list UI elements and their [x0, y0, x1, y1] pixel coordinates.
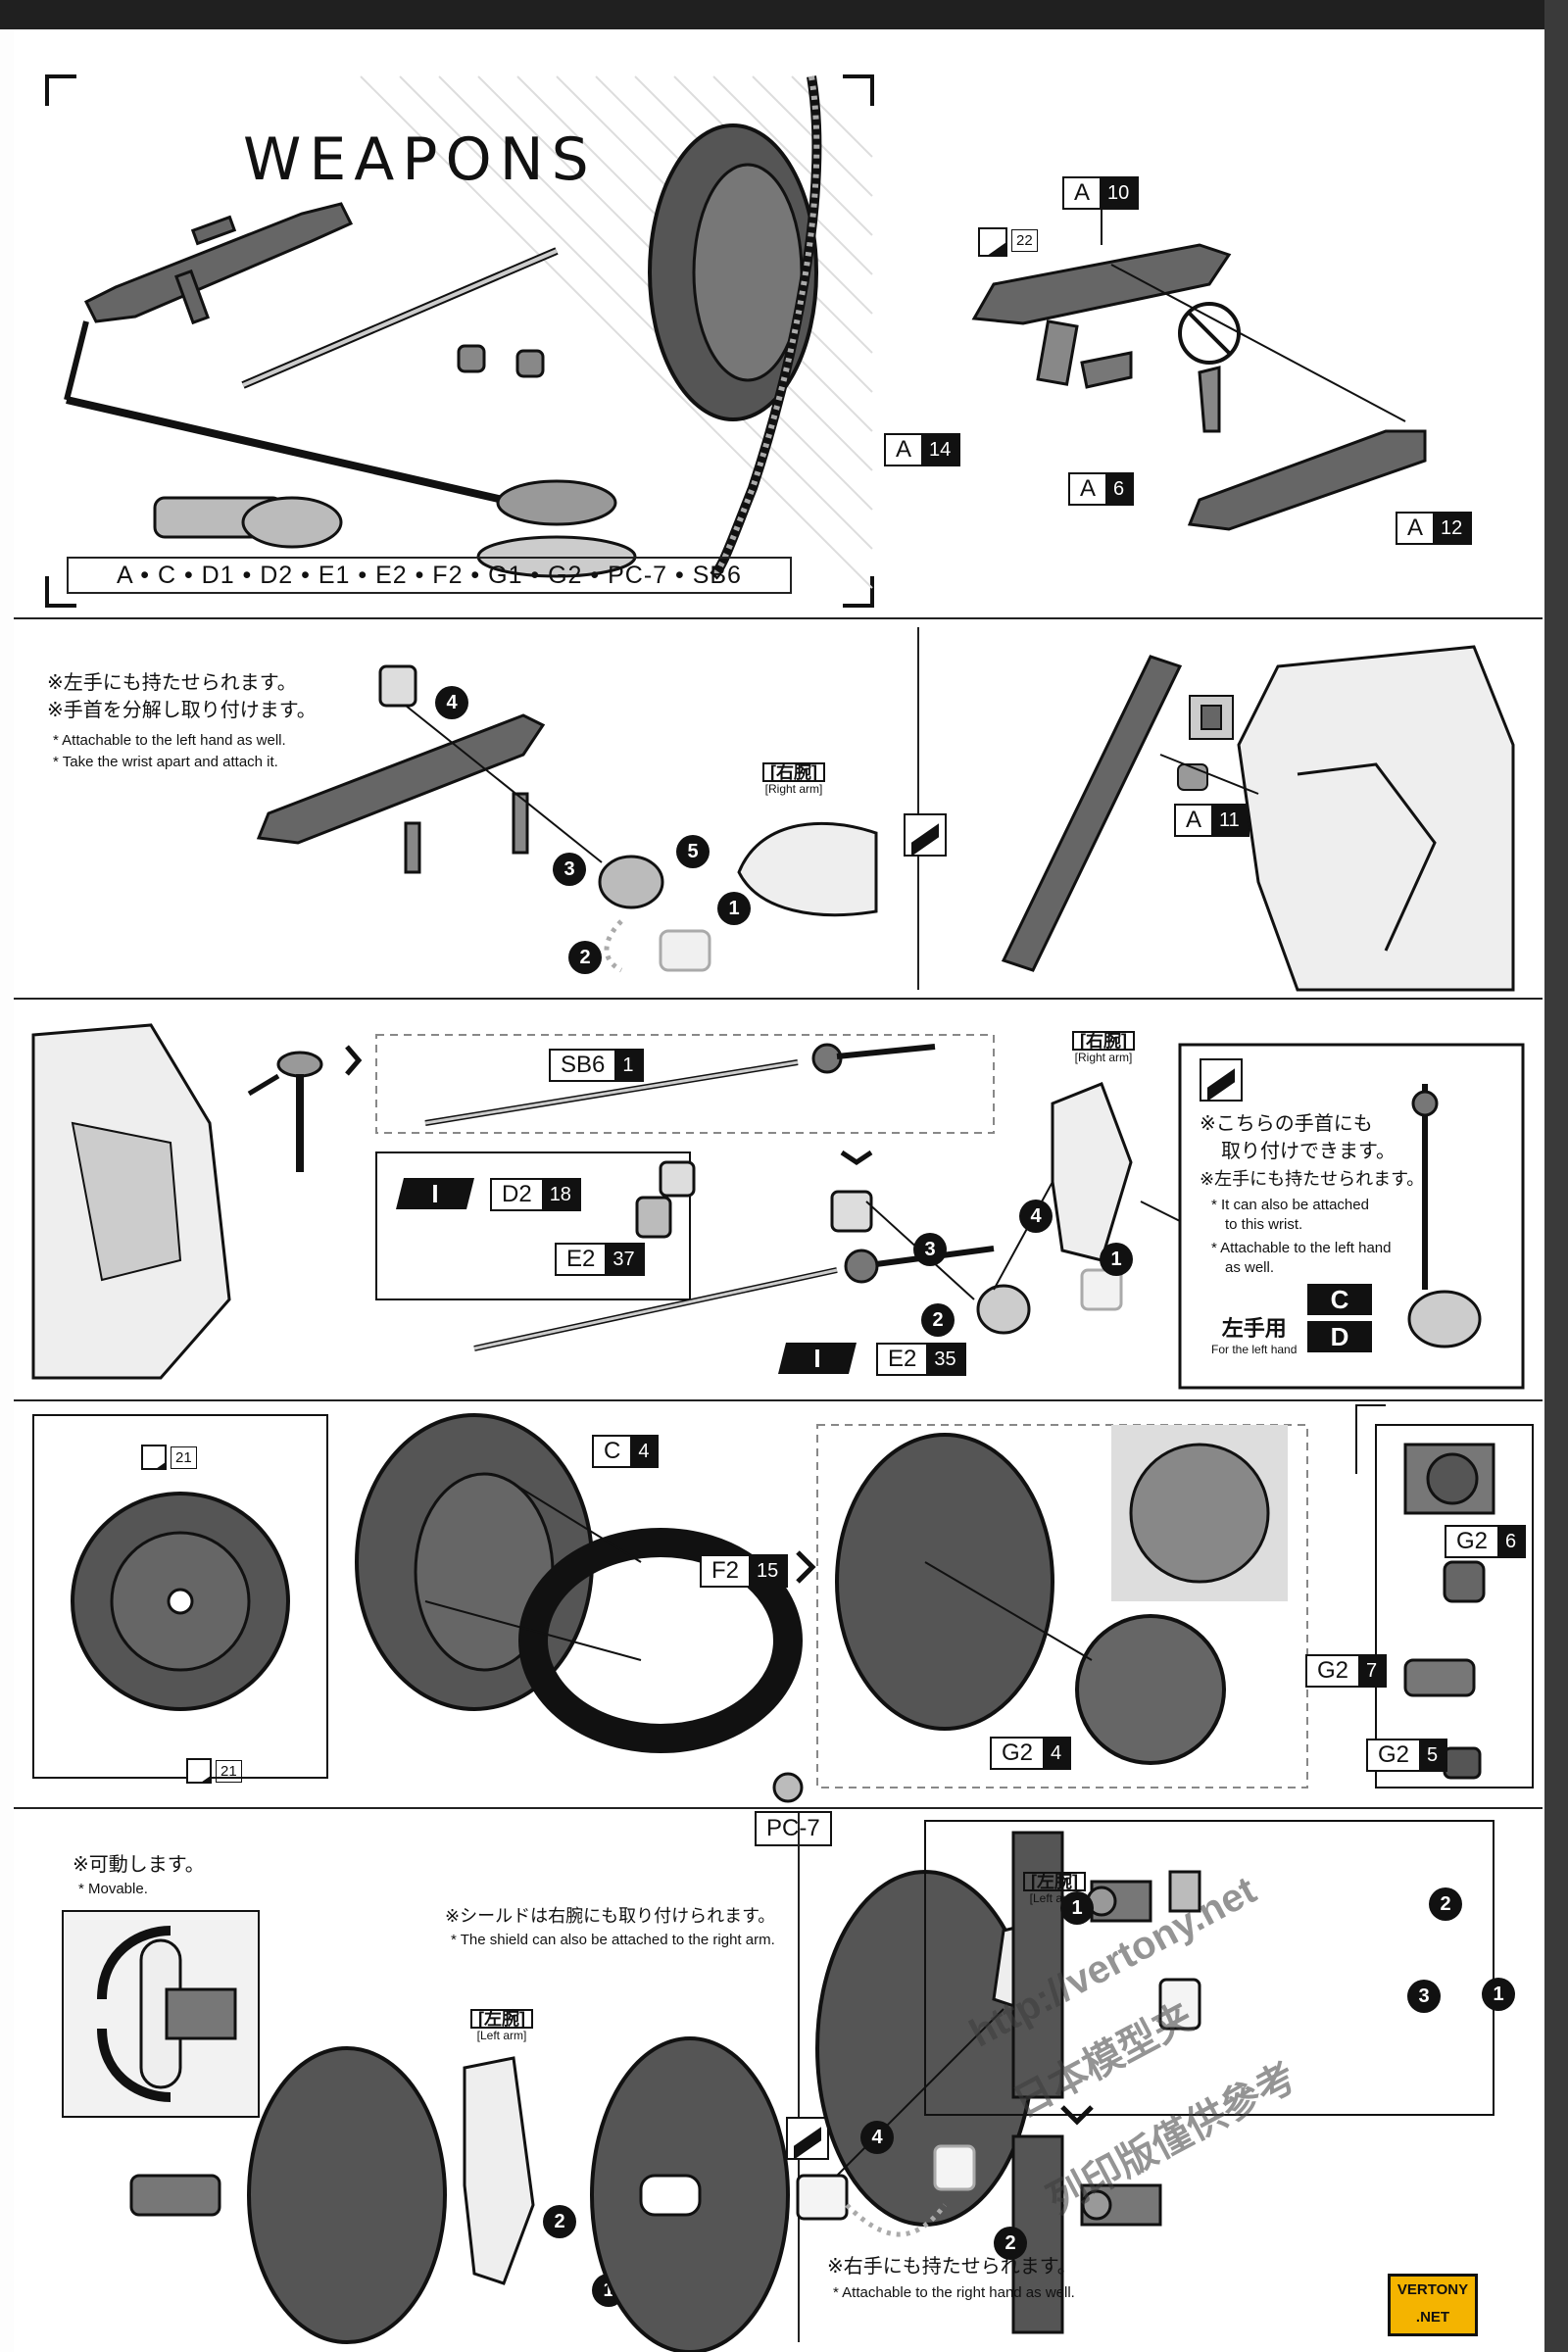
saber-right-arm-label: [右腕][Right arm]: [1072, 1031, 1135, 1064]
roman-i-tag-1: I: [396, 1178, 474, 1209]
shield-hand-step-1-a: 1: [1060, 1891, 1094, 1925]
rifle-mount-illustration: [1001, 645, 1515, 992]
shield-illustration: [32, 1404, 1534, 1803]
saber-step-2: 2: [921, 1303, 955, 1337]
saber-step-4: 4: [1019, 1200, 1053, 1233]
shield-hand-section: [左腕][Left arm] 4 2 1 2 3 1 ※右手にも持たせられます。…: [796, 1813, 1533, 2342]
saber-note-en-1: * It can also be attached: [1211, 1197, 1369, 1213]
flag-icon-rifle-mount: [904, 813, 947, 857]
instruction-sheet: WEAPONS: [14, 29, 1543, 2352]
flag-icon-shield-hand: [786, 2117, 829, 2160]
step-badge-4: 4: [435, 686, 468, 719]
shield-left-arm-label: [左腕][Left arm]: [470, 2009, 533, 2042]
page-edge-right: [1544, 0, 1568, 2352]
weapons-title: WEAPONS: [243, 125, 597, 194]
step-badge-5: 5: [676, 835, 710, 868]
code-d: D: [1307, 1321, 1372, 1352]
shield-right-arm-note-jp: ※シールドは右腕にも取り付けられます。: [445, 1906, 776, 1926]
shield-hand-step-3: 3: [1407, 1980, 1441, 2013]
shield-hand-step-1-b: 1: [1482, 1978, 1515, 2011]
step-badge-2: 2: [568, 941, 602, 974]
shield-hand-note-jp: ※右手にも持たせられます。: [827, 2256, 1077, 2278]
shield-hand-step-4: 4: [860, 2121, 894, 2154]
divider-4: [14, 1807, 1543, 1809]
rifle-attach-section: ※左手にも持たせられます。 ※手首を分解し取り付けます。 * Attachabl…: [14, 627, 915, 990]
saber-illustration: [31, 1023, 1525, 1390]
rifle-assembly-illustration: [971, 186, 1427, 531]
ref-number-21-bottom: 21: [216, 1760, 242, 1783]
pc7-label: PC-7: [755, 1811, 832, 1846]
divider-vertical-2: [798, 1813, 800, 2342]
saber-note-en-4: as well.: [1225, 1259, 1275, 1276]
shield-mount-step-2: 2: [543, 2205, 576, 2238]
step-badge-3: 3: [553, 853, 586, 886]
weapons-illustration: [64, 75, 822, 580]
shield-mount-section: ※可動します。 * Movable. ※シールドは右腕にも取り付けられます。 *…: [14, 1813, 798, 2352]
assembly-ring-f2: [518, 1528, 803, 1753]
shield-hand-note-en: * Attachable to the right hand as well.: [833, 2284, 1075, 2301]
rifle-right-arm-label: [右腕][Right arm]: [762, 762, 825, 796]
rifle-note-jp-2: ※手首を分解し取り付けます。: [47, 700, 317, 721]
divider-vertical-1: [917, 627, 919, 990]
rifle-attach-illustration: [256, 664, 878, 973]
page-edge-top: [0, 0, 1568, 29]
flag-icon-saber: [1200, 1058, 1243, 1102]
saber-note-jp-3: ※左手にも持たせられます。: [1200, 1169, 1425, 1189]
ref-number-21-top: 21: [171, 1446, 197, 1469]
pole-drawing: [66, 396, 538, 512]
step-badge-1: 1: [717, 892, 751, 925]
rifle-note-en-2: * Take the wrist apart and attach it.: [53, 754, 278, 770]
shield-right-arm-note-en: * The shield can also be attached to the…: [451, 1932, 775, 1948]
saber-note-jp-1: ※こちらの手首にも: [1200, 1113, 1373, 1135]
roman-i-tag-2: I: [778, 1343, 857, 1374]
ref-flag-bottom: [186, 1758, 212, 1784]
shield-mount-illustration: [62, 1910, 790, 2352]
weapons-parts-list: A • C • D1 • D2 • E1 • E2 • F2 • G1 • G2…: [67, 557, 792, 594]
movable-note-en: * Movable.: [78, 1881, 148, 1897]
hilt-drawing: [153, 496, 343, 549]
vertony-logo: VERTONY.NET: [1388, 2274, 1478, 2336]
ref-flag-top: [141, 1445, 167, 1470]
saber-note-en-2: to this wrist.: [1225, 1216, 1303, 1233]
divider-2: [14, 998, 1543, 1000]
ref-number-22: 22: [1011, 229, 1038, 252]
code-c: C: [1307, 1284, 1372, 1315]
shield-hand-step-2-upper: 2: [1429, 1887, 1462, 1921]
saber-step-1: 1: [1100, 1243, 1133, 1276]
divider-3: [14, 1399, 1543, 1401]
weapons-section: WEAPONS: [45, 74, 874, 608]
saber-note-jp-2: 取り付けできます。: [1221, 1141, 1396, 1162]
reference-flag-icon: [978, 227, 1007, 257]
divider-1: [14, 617, 1543, 619]
shield-hand-step-2-lower: 2: [994, 2227, 1027, 2260]
rifle-note-en-1: * Attachable to the left hand as well.: [53, 732, 286, 749]
rifle-drawing: [83, 202, 354, 325]
left-hand-label: 左手用 For the left hand: [1211, 1316, 1298, 1356]
movable-note-jp: ※可動します。: [73, 1854, 205, 1876]
saber-note-en-3: * Attachable to the left hand: [1211, 1240, 1392, 1256]
saber-step-3: 3: [913, 1233, 947, 1266]
rifle-note-jp-1: ※左手にも持たせられます。: [47, 672, 297, 694]
